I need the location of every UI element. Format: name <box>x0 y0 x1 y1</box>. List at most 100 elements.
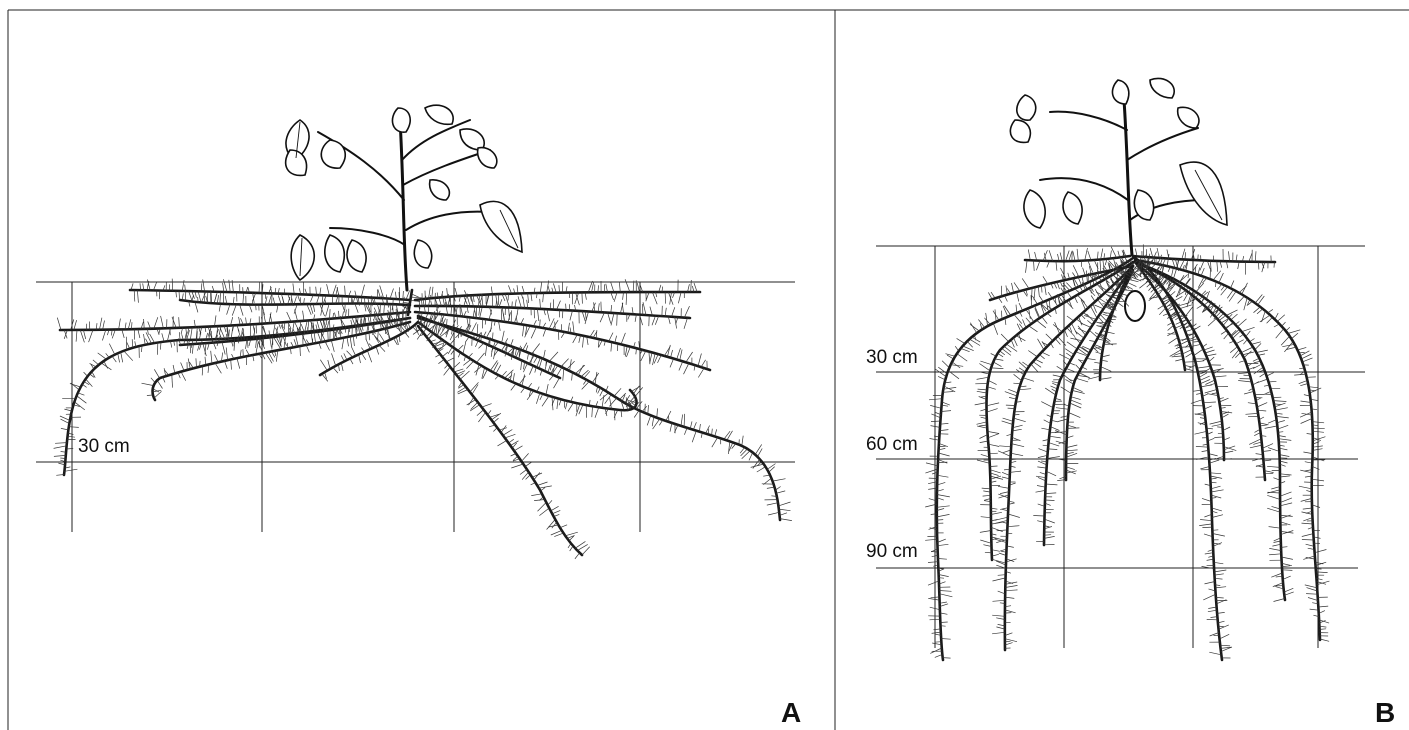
root-hair <box>351 347 355 356</box>
root-hair <box>999 446 1011 447</box>
root-hair <box>928 581 939 585</box>
root-hair <box>938 453 949 456</box>
root-hair <box>1213 534 1225 537</box>
root-hair <box>1039 449 1048 453</box>
root-hair <box>1049 436 1061 438</box>
root-hair <box>684 318 688 329</box>
root-hair <box>1066 471 1077 473</box>
root-hair <box>1217 284 1222 290</box>
root-hair <box>1098 317 1103 323</box>
root-hair <box>967 341 973 347</box>
root-hair <box>1066 450 1077 451</box>
root-hair <box>1253 382 1259 386</box>
root-hair <box>1198 255 1199 261</box>
root-hair <box>1205 582 1215 584</box>
root-hair <box>151 378 155 383</box>
root-hair <box>1167 250 1169 259</box>
root-hair <box>534 356 538 362</box>
root-hair <box>1204 406 1212 409</box>
root-hair <box>198 297 199 302</box>
root-hair <box>583 336 584 348</box>
root-hair <box>1050 427 1059 431</box>
root-hair <box>1111 317 1117 318</box>
root-hair <box>265 353 272 364</box>
root-hair <box>622 303 623 314</box>
root-hair <box>1276 329 1284 339</box>
root-hair <box>568 543 571 548</box>
root-hair <box>1243 339 1247 344</box>
root-hair <box>970 323 977 333</box>
root-hair <box>522 472 529 480</box>
root-hair <box>653 419 660 429</box>
root-hair <box>504 370 513 379</box>
root-hair <box>1303 508 1312 509</box>
root-hair <box>1238 373 1249 374</box>
root-hair <box>1197 305 1203 309</box>
root-hair <box>317 332 321 343</box>
root-hair <box>1007 288 1010 293</box>
root-hair <box>333 367 338 373</box>
root-hair <box>57 318 61 330</box>
root-hair <box>1221 285 1225 290</box>
root-hair <box>456 371 465 375</box>
root-hair <box>528 383 532 388</box>
root-hair <box>1200 376 1210 381</box>
root-hair <box>981 372 989 374</box>
panel-a-depth-label-30: 30 cm <box>78 436 130 457</box>
root-hair <box>1200 261 1204 271</box>
root-hair <box>1238 381 1252 383</box>
root-hair <box>137 290 138 303</box>
root-hair <box>300 346 301 356</box>
root-hair <box>1089 330 1098 338</box>
root-hair <box>1147 283 1151 287</box>
root-hair <box>502 331 505 343</box>
root-hair <box>294 304 297 313</box>
root-hair <box>521 387 525 392</box>
root-hair <box>1168 325 1174 330</box>
root-hair <box>272 295 273 305</box>
root-hair <box>1220 634 1230 639</box>
root-hair <box>260 336 261 347</box>
root-hair <box>477 410 484 416</box>
root-hair <box>940 622 947 623</box>
root-hair <box>996 627 1004 629</box>
root-hair <box>1007 526 1019 527</box>
root-hair <box>1067 316 1074 321</box>
root-hair <box>937 539 946 542</box>
root-hair <box>1219 625 1229 629</box>
root-hair <box>1221 287 1228 295</box>
root-hair <box>937 514 950 517</box>
root-hair <box>1306 594 1318 595</box>
root-hair <box>548 365 551 373</box>
root-hair <box>657 408 658 417</box>
root-hair <box>1184 292 1189 301</box>
root-hair <box>1190 344 1201 346</box>
root-hair <box>1100 261 1101 273</box>
root-hair <box>1302 534 1314 537</box>
root-hair <box>1244 391 1254 394</box>
root-hair <box>679 361 683 370</box>
root-hair <box>698 354 701 367</box>
root-hair <box>353 336 354 346</box>
root-hair <box>1011 444 1024 447</box>
root-hair <box>103 321 105 330</box>
root-hair <box>375 336 382 344</box>
root-hair <box>1277 315 1285 322</box>
root-hair <box>940 604 948 607</box>
root-hair <box>991 292 995 298</box>
root-hair <box>543 350 545 359</box>
panel-b-shoot <box>1010 78 1227 255</box>
root-hair <box>1014 418 1026 422</box>
root-hair <box>1047 313 1051 317</box>
root-hair <box>987 431 999 433</box>
root-hair <box>1090 306 1096 317</box>
root-hair <box>609 333 613 342</box>
root-hair <box>1036 490 1046 492</box>
root-hair <box>694 283 697 292</box>
root-hair <box>1003 418 1014 421</box>
root-hair <box>479 343 484 348</box>
root-hair <box>1255 295 1262 304</box>
root-hair <box>1211 486 1221 489</box>
root-hair <box>701 360 706 367</box>
root-hair <box>256 305 257 311</box>
